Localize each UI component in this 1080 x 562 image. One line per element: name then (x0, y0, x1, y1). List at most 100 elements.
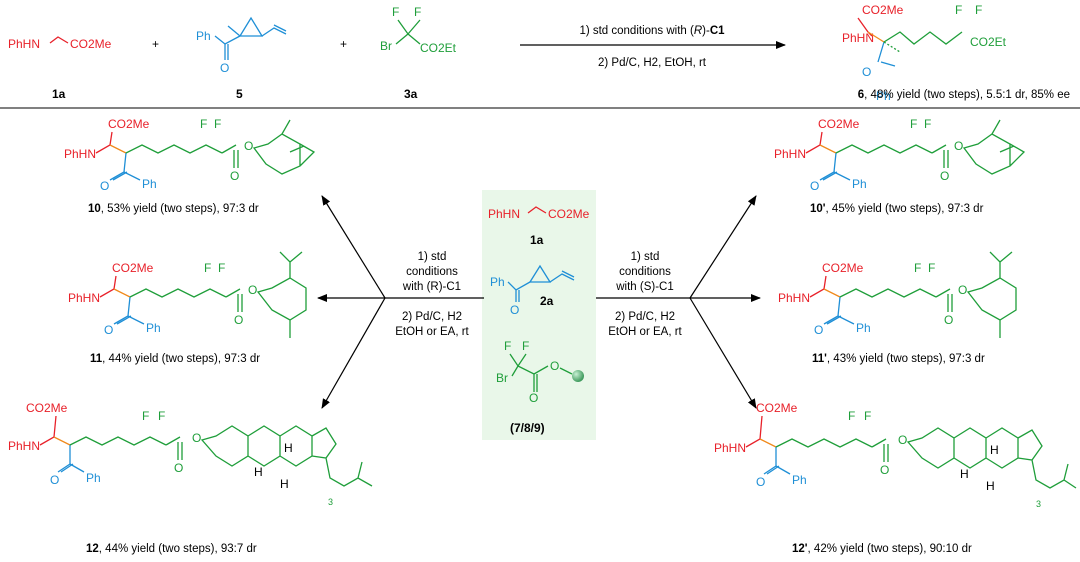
phhn-label: PhHN (8, 37, 40, 51)
svg-text:O: O (862, 65, 871, 79)
svg-text:O: O (898, 433, 907, 447)
svg-text:O: O (880, 463, 889, 477)
svg-text:PhHN: PhHN (842, 31, 874, 45)
svg-text:F: F (910, 117, 917, 131)
plus-sign: + (152, 37, 159, 51)
svg-text:O: O (230, 169, 239, 183)
svg-text:O: O (550, 359, 559, 373)
svg-text:PhHN: PhHN (488, 207, 520, 221)
svg-text:2) Pd/C, H2: 2) Pd/C, H2 (615, 311, 675, 323)
product-10p-caption: 10', 45% yield (two steps), 97:3 dr (810, 203, 984, 215)
svg-text:F: F (218, 261, 225, 275)
center-sm-bromoester: F F Br O O (7/8/9) (496, 339, 584, 435)
svg-text:CO2Me: CO2Me (108, 117, 150, 131)
plus-sign-2: + (340, 37, 347, 51)
svg-text:PhHN: PhHN (714, 441, 746, 455)
svg-text:O: O (814, 323, 823, 337)
svg-text:F: F (848, 409, 855, 423)
svg-text:O: O (510, 303, 519, 317)
ester-group-ball (572, 370, 584, 382)
svg-text:CO2Me: CO2Me (548, 207, 590, 221)
svg-text:PhHN: PhHN (64, 147, 96, 161)
svg-text:O: O (50, 473, 59, 487)
co2me-label: CO2Me (70, 37, 112, 51)
starting-materials-panel (482, 190, 596, 440)
center-sm-1a: PhHN CO2Me 1a (488, 206, 590, 247)
product-11p-structure: CO2Me PhHN O Ph F F O O (778, 251, 1017, 338)
svg-text:H: H (990, 443, 999, 457)
svg-text:O: O (756, 475, 765, 489)
svg-text:PhHN: PhHN (68, 291, 100, 305)
top-condition-2: 2) Pd/C, H2, EtOH, rt (598, 57, 707, 69)
product-12-caption: 12, 44% yield (two steps), 93:7 dr (86, 543, 257, 555)
svg-text:CO2Me: CO2Me (818, 117, 860, 131)
svg-text:F: F (928, 261, 935, 275)
center-sm-2a-id: 2a (540, 294, 554, 308)
reagent-5-id: 5 (236, 87, 243, 101)
svg-text:O: O (810, 179, 819, 193)
svg-text:F: F (975, 3, 982, 17)
svg-text:PhHN: PhHN (774, 147, 806, 161)
product-6-structure: CO2Me PhHN F F CO2Et O Ph (842, 3, 1007, 103)
svg-text:Ph: Ph (142, 177, 157, 191)
svg-text:O: O (248, 283, 257, 297)
svg-text:CO2Me: CO2Me (822, 261, 864, 275)
top-reaction: PhHN CO2Me 1a + Ph O 5 + F F Br CO2Et 3a (8, 3, 1070, 103)
svg-text:CO2Me: CO2Me (862, 3, 904, 17)
svg-text:Ph: Ph (792, 473, 807, 487)
svg-text:F: F (504, 339, 511, 353)
svg-text:Br: Br (380, 39, 392, 53)
svg-text:F: F (158, 409, 165, 423)
svg-text:with (R)-C1: with (R)-C1 (402, 281, 461, 293)
svg-text:with (S)-C1: with (S)-C1 (615, 281, 674, 293)
product-11p-caption: 11', 43% yield (two steps), 97:3 dr (812, 353, 985, 365)
svg-text:H: H (254, 465, 263, 479)
svg-text:CO2Et: CO2Et (970, 35, 1007, 49)
svg-text:CO2Me: CO2Me (112, 261, 154, 275)
left-conditions: 1) std conditions with (R)-C1 2) Pd/C, H… (395, 251, 469, 338)
svg-text:F: F (864, 409, 871, 423)
svg-text:3: 3 (1036, 499, 1041, 509)
svg-text:EtOH or EA, rt: EtOH or EA, rt (395, 326, 469, 338)
svg-text:O: O (244, 139, 253, 153)
product-10-caption: 10, 53% yield (two steps), 97:3 dr (88, 203, 259, 215)
svg-text:CO2Me: CO2Me (26, 401, 68, 415)
svg-text:F: F (522, 339, 529, 353)
svg-text:F: F (955, 3, 962, 17)
svg-text:Ph: Ph (856, 321, 871, 335)
reagent-5-structure: Ph O 5 (196, 16, 287, 101)
svg-text:O: O (944, 313, 953, 327)
svg-text:O: O (192, 431, 201, 445)
svg-text:F: F (914, 261, 921, 275)
product-6-caption: 6, 48% yield (two steps), 5.5:1 dr, 85% … (858, 89, 1070, 101)
svg-text:O: O (174, 461, 183, 475)
svg-text:Ph: Ph (86, 471, 101, 485)
svg-text:Ph: Ph (876, 89, 891, 103)
svg-text:H: H (280, 477, 289, 491)
svg-text:F: F (392, 5, 399, 19)
svg-text:1) std: 1) std (631, 251, 660, 263)
reagent-3a-structure: F F Br CO2Et 3a (380, 5, 457, 101)
svg-text:F: F (414, 5, 421, 19)
svg-text:O: O (100, 179, 109, 193)
center-sm-1a-id: 1a (530, 233, 544, 247)
center-sm-2a: Ph O 2a (490, 264, 575, 317)
svg-text:Ph: Ph (490, 275, 505, 289)
svg-text:CO2Me: CO2Me (756, 401, 798, 415)
svg-text:O: O (958, 283, 967, 297)
svg-text:F: F (200, 117, 207, 131)
product-12-structure: CO2Me PhHN O Ph F F O O H H H 3 (8, 401, 373, 507)
center-sm-3-ids: (7/8/9) (510, 421, 545, 435)
product-11-caption: 11, 44% yield (two steps), 97:3 dr (90, 353, 260, 365)
svg-text:PhHN: PhHN (778, 291, 810, 305)
svg-text:2) Pd/C, H2: 2) Pd/C, H2 (402, 311, 462, 323)
svg-text:conditions: conditions (619, 266, 671, 278)
svg-text:PhHN: PhHN (8, 439, 40, 453)
svg-text:1) std: 1) std (418, 251, 447, 263)
product-10-structure: CO2Me PhHN O Ph F F O O (64, 117, 316, 193)
reagent-3a-id: 3a (404, 87, 418, 101)
svg-text:3: 3 (328, 497, 333, 507)
product-10p-structure: CO2Me PhHN O Ph F F O O (774, 117, 1026, 193)
top-condition-1: 1) std conditions with (R)-C1 (579, 25, 725, 37)
